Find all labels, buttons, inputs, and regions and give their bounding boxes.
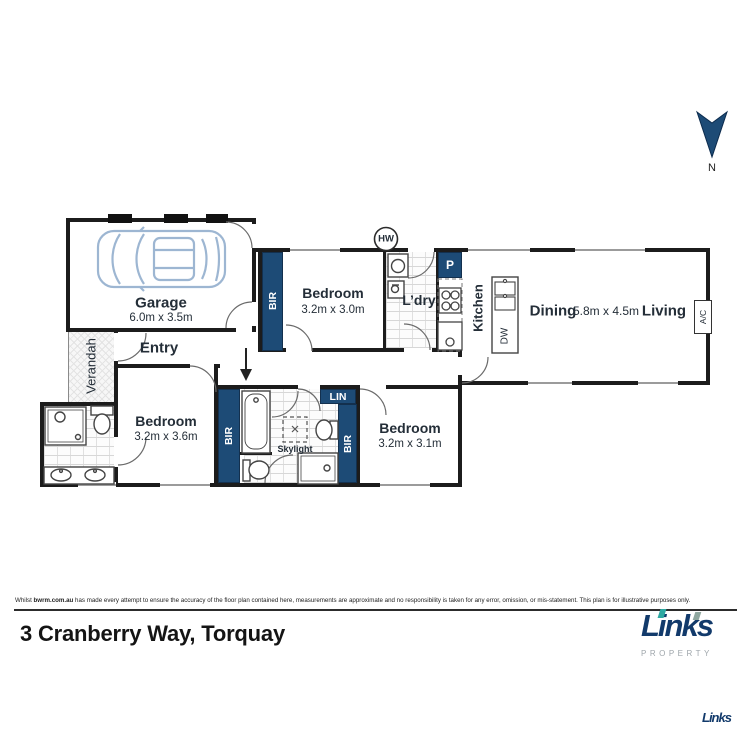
disclaimer-prefix: Whilst — [15, 597, 34, 604]
window — [575, 247, 645, 253]
agency-logo: Links — [641, 608, 714, 643]
room-label-dining: Dining — [529, 302, 577, 320]
wall — [40, 483, 462, 487]
room-dims-bedroom2: 3.2m x 3.6m — [134, 431, 198, 443]
built-in-robe-1 — [262, 252, 283, 351]
wall-pier — [108, 214, 132, 223]
wall — [216, 364, 220, 368]
oven-icon — [437, 321, 463, 351]
north-arrow-icon — [696, 110, 728, 159]
wall — [66, 328, 236, 332]
wall — [66, 218, 70, 332]
wall — [383, 250, 386, 352]
wall — [252, 248, 256, 302]
wall — [458, 385, 462, 487]
wall — [458, 381, 710, 385]
room-label-bedroom3: Bedroom — [379, 420, 441, 436]
wall-pier — [206, 214, 228, 223]
toilet-icon — [242, 459, 270, 482]
wall — [434, 248, 710, 252]
room-label-bedroom2: Bedroom — [135, 413, 197, 429]
wall — [320, 385, 360, 389]
skylight-label: Skylight — [277, 444, 313, 454]
wall — [252, 326, 256, 332]
wall — [114, 361, 118, 437]
window — [638, 380, 678, 386]
room-dims-garage: 6.0m x 3.5m — [129, 312, 193, 324]
room-label-verandah: Verandah — [83, 338, 99, 394]
kitchen-counter — [437, 278, 463, 352]
window — [468, 247, 530, 253]
bathtub-icon — [241, 390, 271, 454]
room-dims-dining: 5.8m x 4.5m — [572, 304, 640, 318]
verandah-decking — [68, 330, 114, 402]
bir-label-1: BIR — [267, 291, 279, 311]
wall — [386, 385, 462, 389]
window — [290, 247, 340, 253]
wall — [252, 218, 256, 224]
footer-watermark: Links — [702, 710, 732, 725]
linen-box — [320, 389, 356, 404]
wall — [356, 389, 360, 487]
room-label-laundry: L’dry — [402, 292, 436, 308]
air-conditioner-box — [694, 300, 712, 334]
room-label-entry: Entry — [139, 339, 179, 357]
wall-pier — [164, 214, 188, 223]
toilet-icon — [90, 405, 114, 435]
disclaimer-rest: has made every attempt to ensure the acc… — [73, 597, 691, 604]
shower-icon — [297, 452, 339, 485]
north-label: N — [708, 162, 716, 174]
bir-label-2: BIR — [223, 426, 235, 446]
wall — [114, 328, 118, 333]
skylight-icon — [282, 416, 308, 443]
door-arcs — [117, 221, 489, 484]
lin-label: LIN — [329, 391, 347, 403]
window — [160, 482, 210, 488]
hot-water-icon — [373, 226, 399, 252]
wall — [458, 348, 462, 357]
room-label-garage: Garage — [135, 294, 187, 312]
wall — [258, 250, 262, 352]
window — [78, 482, 116, 488]
wall — [216, 385, 298, 389]
laundry-trough-icon — [387, 280, 405, 299]
room-label-bedroom1: Bedroom — [302, 285, 364, 301]
disclaimer-text: Whilst bwrm.com.au has made every attemp… — [15, 597, 709, 604]
hot-water-label: HW — [378, 233, 394, 245]
wall — [40, 402, 44, 487]
window — [380, 482, 430, 488]
wall — [214, 364, 218, 487]
sink-icon — [494, 278, 516, 311]
room-label-living: Living — [641, 302, 687, 320]
wall — [312, 348, 404, 352]
car-icon — [96, 226, 227, 292]
wall — [458, 375, 462, 385]
agency-logo-tagline: PROPERTY — [641, 649, 713, 658]
entry-arrow-icon — [240, 348, 252, 381]
window — [528, 380, 572, 386]
air-conditioner-label: A/C — [698, 309, 708, 325]
wall — [114, 364, 190, 368]
wall — [66, 218, 256, 222]
wall — [114, 467, 118, 487]
vanity-icon — [43, 466, 115, 485]
divider-line — [14, 609, 737, 611]
room-label-kitchen: Kitchen — [470, 284, 486, 332]
toilet-icon — [315, 419, 339, 441]
washing-machine-icon — [387, 253, 409, 278]
shower-icon — [44, 406, 87, 446]
room-dims-bedroom1: 3.2m x 3.0m — [301, 304, 365, 316]
built-in-robe-2 — [218, 389, 240, 483]
cooktop-icon — [438, 287, 462, 314]
pantry-label: P — [445, 258, 455, 272]
pantry-box — [438, 252, 462, 278]
room-dims-bedroom3: 3.2m x 3.1m — [378, 438, 442, 450]
bir-label-3: BIR — [342, 434, 354, 454]
disclaimer-brand: bwrm.com.au — [33, 597, 74, 604]
wall — [40, 402, 118, 406]
dishwasher-label: DW — [499, 327, 511, 345]
property-address: 3 Cranberry Way, Torquay — [20, 621, 285, 646]
built-in-robe-3 — [338, 404, 357, 483]
